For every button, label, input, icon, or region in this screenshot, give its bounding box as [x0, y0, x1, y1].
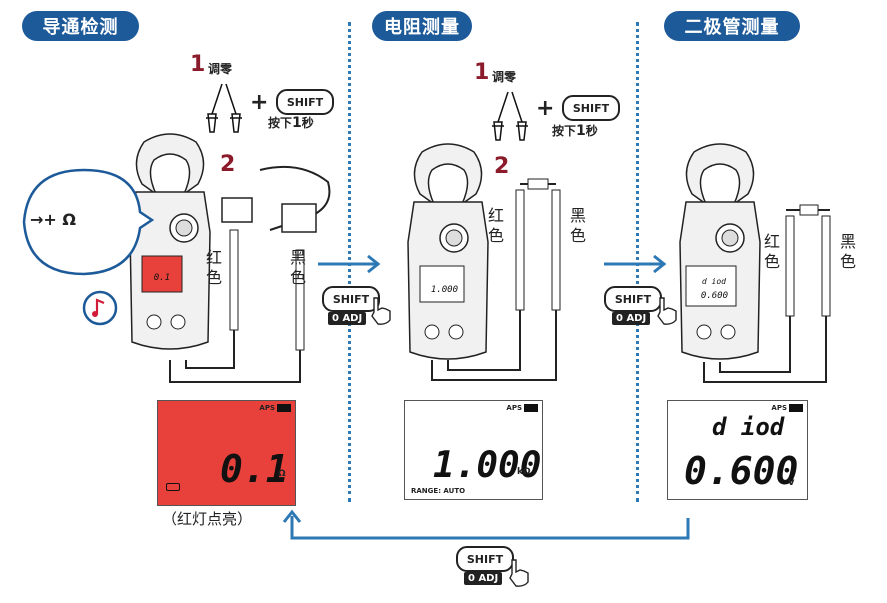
- lcd-resistance-value: 1.000: [433, 445, 542, 486]
- hand-pointer-icon-1: [371, 297, 391, 325]
- mini-lcd-resistance: 1.000: [431, 285, 458, 295]
- shift-key-zero-r: SHIFT: [562, 95, 620, 121]
- lcd-diode-unit: v: [788, 477, 795, 488]
- continuity-selector-bubble: [22, 168, 154, 276]
- buzzer-icon: [82, 290, 118, 326]
- mini-lcd-diode-top: d iod: [702, 277, 726, 286]
- step-1-label: 调零: [208, 62, 233, 76]
- continuity-symbols: →+ Ω: [30, 210, 76, 229]
- shift-key-2: SHIFT: [604, 286, 662, 312]
- red-lead-label-d: 红色: [764, 232, 781, 271]
- lcd-range-label: RANGE: AUTO: [411, 487, 466, 495]
- lcd-resistance: APS 1.000 kΩ RANGE: AUTO: [404, 400, 543, 500]
- aps-indicator-d: APS: [771, 404, 803, 412]
- step-1-label-r: 调零: [492, 70, 517, 84]
- mini-lcd-diode: 0.600: [701, 291, 728, 301]
- test-leads-continuity: [169, 165, 331, 383]
- return-arrow: [282, 509, 690, 540]
- red-lead-label: 红色: [206, 248, 223, 287]
- press-1-second-r: 按下1秒: [552, 123, 598, 139]
- zero-adj-key-2: 0 ADJ: [612, 312, 651, 325]
- buzzer-segment-icon: [166, 483, 180, 491]
- step-1-number-r: 1: [474, 60, 490, 85]
- hand-pointer-icon-2: [657, 297, 677, 325]
- lcd-continuity-unit: Ω: [278, 469, 286, 479]
- header-diode: 二极管测量: [664, 11, 800, 41]
- separator-1: [348, 22, 351, 502]
- step-1-number: 1: [190, 52, 206, 77]
- step-2-number-r: 2: [494, 154, 510, 179]
- red-lead-label-r: 红色: [488, 206, 505, 245]
- test-leads-diode: [703, 204, 831, 383]
- clamp-meter-resistance: 1.000: [407, 143, 489, 360]
- black-lead-label-r: 黑色: [570, 206, 587, 245]
- arrow-to-resistance: [318, 254, 381, 274]
- red-light-caption: （红灯点亮）: [162, 510, 253, 528]
- header-continuity: 导通检测: [22, 11, 139, 41]
- zero-adj-key-1: 0 ADJ: [328, 312, 367, 325]
- lcd-diode-top: d iod: [712, 413, 785, 441]
- header-resistance: 电阻测量: [372, 11, 472, 41]
- probes-shorted-icon-r: [492, 91, 528, 141]
- plus-sign-r: +: [536, 96, 555, 121]
- test-leads-resistance: [431, 178, 561, 381]
- shift-key-3: SHIFT: [456, 546, 514, 572]
- lcd-continuity: APS 0.1 Ω: [157, 400, 296, 506]
- clamp-meter-diode: d iod 0.600: [679, 143, 761, 360]
- aps-indicator-r: APS: [506, 404, 538, 412]
- press-1-second: 按下1秒: [268, 115, 314, 131]
- arrow-to-diode: [604, 254, 667, 274]
- shift-key-1: SHIFT: [322, 286, 380, 312]
- clamp-meter-continuity: 0.1: [129, 133, 211, 350]
- probes-shorted-icon: [206, 83, 242, 133]
- lcd-diode: APS d iod 0.600 v: [667, 400, 808, 500]
- black-lead-label-d: 黑色: [840, 232, 857, 271]
- step-2-number: 2: [220, 152, 236, 177]
- lcd-resistance-unit: kΩ: [517, 467, 531, 477]
- hand-pointer-icon-3: [509, 559, 529, 587]
- black-lead-label: 黑色: [290, 248, 307, 287]
- lcd-continuity-value: 0.1: [220, 447, 289, 491]
- shift-key-zero: SHIFT: [276, 89, 334, 115]
- separator-2: [636, 22, 639, 502]
- zero-adj-key-3: 0 ADJ: [464, 572, 503, 585]
- aps-indicator: APS: [259, 404, 291, 412]
- plus-sign: +: [250, 90, 269, 115]
- lcd-diode-value: 0.600: [684, 449, 799, 493]
- mini-lcd-continuity: 0.1: [154, 273, 170, 283]
